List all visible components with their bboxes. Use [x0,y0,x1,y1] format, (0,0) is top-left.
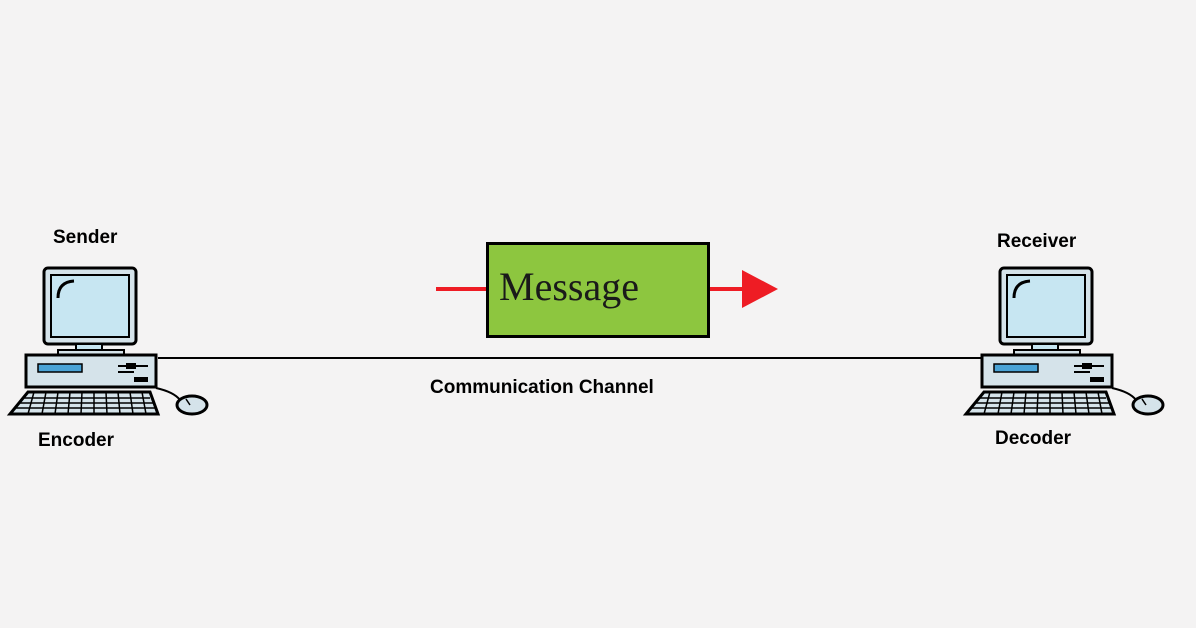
message-label: Message [499,265,639,309]
encoder-label: Encoder [38,430,114,452]
arrow-right-icon [707,270,778,308]
channel-label: Communication Channel [430,377,654,399]
receiver-label: Receiver [997,231,1076,253]
receiver-computer-icon [966,268,1163,414]
sender-computer-icon [10,268,207,414]
message-box: Message [486,242,710,338]
decoder-label: Decoder [995,428,1071,450]
sender-label: Sender [53,227,117,249]
